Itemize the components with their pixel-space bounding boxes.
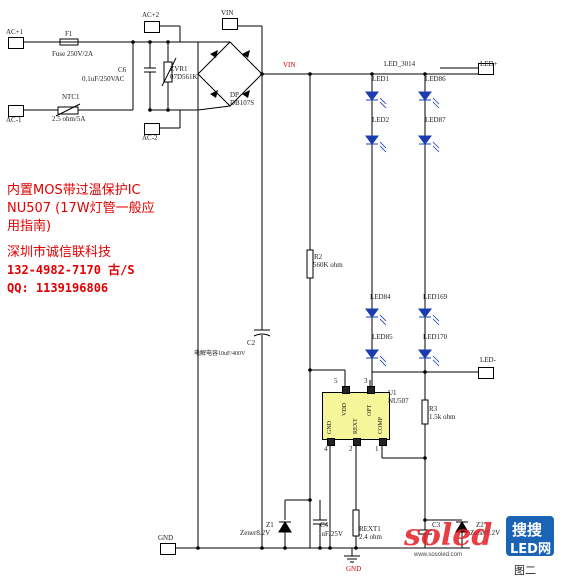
connector-ac-plus-1 (8, 37, 24, 49)
label-r2-value: 560K ohm (313, 261, 343, 269)
label-r3-value: 1.5k ohm (429, 413, 456, 421)
label-f1-value: Fuse 250V/2A (52, 50, 94, 58)
connector-led-plus (478, 63, 494, 75)
watermark-brand: soled (404, 518, 493, 553)
label-c6-value: 0.1uF/250VAC (82, 75, 125, 83)
ic-pin-comp (379, 438, 387, 446)
label-led1: LED1 (372, 75, 390, 83)
label-bridge-db: DB107S (230, 99, 255, 107)
label-c2: C2 (247, 339, 256, 347)
watermark-cn1: 搜搜 (512, 521, 543, 539)
note-line-3: 用指南) (7, 219, 52, 234)
connector-vin-top (222, 18, 238, 30)
label-u1: U1 (388, 389, 397, 397)
note-line-6: QQ: 1139196806 (7, 281, 109, 295)
label-c2-value: 电解电容10uF/400V (194, 351, 246, 357)
label-acp2: AC+2 (142, 11, 160, 19)
label-bridge-dp: DP (230, 91, 239, 99)
label-vin-top: VIN (221, 9, 234, 17)
label-ntc1-value: 2.5 ohm/5A (52, 115, 86, 123)
label-z2-value: Zener8.2V (470, 529, 501, 537)
label-c4-value: 1uF/25V (318, 530, 343, 538)
ic-pin-rext (353, 438, 361, 446)
label-c4: C4 (320, 521, 329, 529)
label-z1: Z1 (266, 521, 274, 529)
label-pin5: 5 (334, 377, 338, 385)
label-c3: C3 (432, 521, 441, 529)
label-vin-right: VIN (283, 61, 296, 69)
label-acm2: AC-2 (142, 134, 158, 142)
label-rext1: REXT1 (359, 525, 381, 533)
label-acm1: AC-1 (6, 116, 22, 124)
label-pin1: 1 (375, 445, 379, 453)
label-pin-opt: OPT (367, 404, 373, 416)
label-acp1: AC+1 (6, 28, 24, 36)
connector-gnd (160, 543, 176, 555)
ic-pin-vdd (342, 386, 350, 394)
note-line-1: 内置MOS带过温保护IC (7, 183, 141, 198)
ic-pin-opt (367, 386, 375, 394)
label-led-plus: LED+ (480, 60, 498, 68)
label-gnd-left: GND (158, 534, 174, 542)
label-led-minus: LED- (480, 356, 496, 364)
label-pin-gnd: GND (327, 421, 333, 434)
label-pin-vdd: VDD (342, 403, 348, 416)
label-led87: LED87 (425, 116, 446, 124)
note-line-4: 深圳市诚信联科技 (7, 245, 112, 260)
label-pin2: 2 (349, 445, 353, 453)
label-r3: R3 (429, 405, 438, 413)
label-led170: LED170 (423, 333, 448, 341)
label-figure-caption: 图二 (514, 564, 536, 576)
watermark-badge: 搜搜 LED网 (506, 516, 554, 557)
connector-ac-minus-1 (8, 105, 24, 117)
label-led169: LED169 (423, 293, 448, 301)
label-led-3014: LED_3014 (384, 60, 416, 68)
label-u1-value: NU507 (388, 397, 409, 405)
note-line-2: NU507 (17W灯管一般应 (7, 201, 155, 216)
label-rext1-value: 2.4 ohm (359, 533, 382, 541)
label-zvr1-value: 07D561K (170, 73, 198, 81)
label-led2: LED2 (372, 116, 390, 124)
label-led86: LED86 (425, 75, 446, 83)
connector-led-minus (478, 367, 494, 379)
label-ntc1: NTC1 (62, 93, 80, 101)
label-z1-value: Zener8.2V (240, 529, 271, 537)
label-zvr1: ZVR1 (170, 65, 188, 73)
label-led84: LED84 (370, 293, 391, 301)
label-pin3: 3 (364, 377, 368, 385)
label-pin-rext: REXT (353, 418, 359, 434)
label-pin4: 4 (324, 445, 328, 453)
label-f1: F1 (65, 30, 73, 38)
watermark-logo: soled www.sosoled.com 搜搜 LED网 (404, 514, 556, 562)
watermark-url: www.sosoled.com (414, 552, 463, 558)
watermark-cn2: LED网 (510, 542, 551, 557)
label-c6: C6 (118, 66, 127, 74)
label-r2: R2 (314, 253, 323, 261)
label-pin-comp: COMP (378, 416, 384, 434)
connector-ac-minus-2 (144, 123, 160, 135)
label-z2: Z2 (476, 521, 484, 529)
ic-pin-gnd (327, 438, 335, 446)
label-led85: LED85 (372, 333, 393, 341)
connector-ac-plus-2 (144, 21, 160, 33)
note-line-5: 132-4982-7170 古/S (7, 263, 135, 277)
label-gnd-symbol: GND (346, 565, 362, 573)
